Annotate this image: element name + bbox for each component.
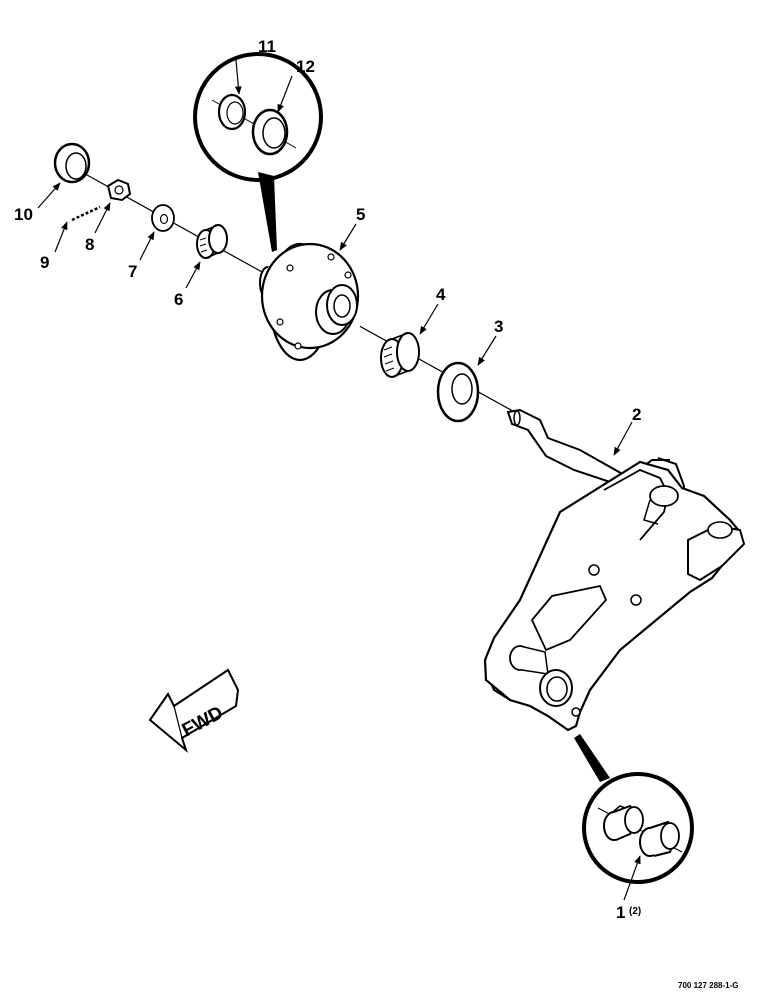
forward-direction-arrow: FWD bbox=[148, 668, 240, 754]
part-10-dust-cap bbox=[53, 142, 91, 184]
callout-8: 8 bbox=[85, 235, 94, 254]
callout-12: 12 bbox=[296, 57, 315, 76]
part-8-castle-nut bbox=[106, 178, 132, 202]
callout-3: 3 bbox=[494, 317, 503, 336]
callout-1: 1 bbox=[616, 903, 625, 922]
callout-10: 10 bbox=[14, 205, 33, 224]
callout-2: 2 bbox=[632, 405, 641, 424]
part-6-outer-bearing bbox=[196, 224, 228, 259]
part-9-cotter-pin bbox=[71, 205, 101, 222]
callout-11: 11 bbox=[258, 37, 276, 56]
callout-1-quantity: (2) bbox=[629, 906, 641, 917]
part-4-inner-bearing bbox=[380, 332, 420, 378]
part-5-hub bbox=[259, 242, 360, 362]
callout-5: 5 bbox=[356, 205, 365, 224]
callout-7: 7 bbox=[128, 262, 137, 281]
part-3-seal bbox=[436, 361, 480, 423]
callout-6: 6 bbox=[174, 290, 183, 309]
part-7-washer bbox=[151, 204, 175, 232]
detail-view-part-1 bbox=[574, 734, 694, 884]
leader-lines bbox=[37, 59, 641, 901]
detail-view-parts-11-12 bbox=[193, 52, 323, 252]
callout-4: 4 bbox=[436, 285, 446, 304]
callout-9: 9 bbox=[40, 253, 49, 272]
part-2-spindle-arm bbox=[483, 408, 746, 732]
figure-id: 700 127 288-1-G bbox=[678, 981, 739, 990]
